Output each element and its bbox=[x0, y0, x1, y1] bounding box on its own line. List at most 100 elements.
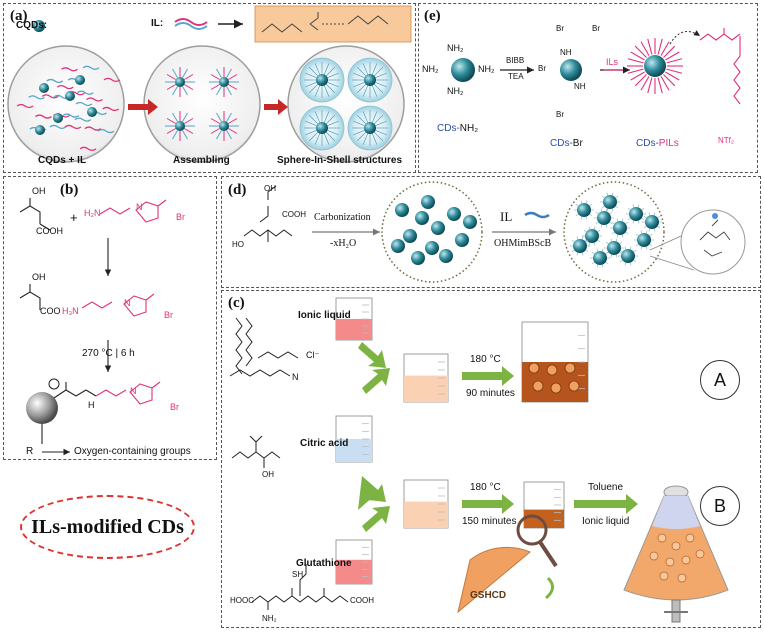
c-cond-a-time: 90 minutes bbox=[466, 388, 515, 399]
c-cond-b-temp: 180 °C bbox=[470, 482, 501, 493]
d-cooh: COOH bbox=[282, 210, 306, 219]
callout-text: ILs-modified CDs bbox=[31, 515, 184, 538]
cd-nh2-sphere bbox=[451, 58, 475, 82]
green-arrow-il-a bbox=[358, 342, 386, 368]
b-br-2: Br bbox=[164, 310, 173, 320]
e-ntf2: NTf₂ bbox=[718, 136, 734, 145]
il-wave bbox=[524, 211, 550, 219]
e-reagent-ils: ILs bbox=[606, 57, 619, 67]
b-n-2: N bbox=[124, 298, 131, 308]
b-groups: Oxygen-containing groups bbox=[74, 446, 191, 457]
c-gshcd: GSHCD bbox=[470, 590, 507, 601]
b-br-3: Br bbox=[170, 402, 179, 412]
il-legend-label: IL: bbox=[151, 18, 164, 29]
cqds-legend-label: CQDs: bbox=[16, 20, 48, 31]
c-nh2: NH₂ bbox=[262, 614, 277, 623]
panel-b-drawing bbox=[19, 198, 167, 456]
route-a-badge: A bbox=[700, 360, 740, 400]
c-solvent-toluene: Toluene bbox=[588, 482, 624, 493]
d-il: IL bbox=[500, 209, 513, 224]
c-sh: SH bbox=[292, 570, 304, 579]
plate-c-content bbox=[299, 57, 393, 151]
c-ionic-liquid: Ionic liquid bbox=[298, 310, 351, 321]
b-plus: + bbox=[70, 210, 78, 225]
b-r-label: R bbox=[26, 446, 34, 457]
green-arrow-gsh-b bbox=[362, 506, 390, 532]
c-glutathione: Glutathione bbox=[296, 558, 352, 569]
panel-e-frame bbox=[418, 3, 758, 173]
cd-pils-sphere bbox=[644, 55, 666, 77]
cd-br-sphere bbox=[560, 59, 582, 81]
e-br-2: Br bbox=[556, 24, 564, 33]
gshcd-wedge bbox=[457, 546, 531, 614]
carbon-dot-core bbox=[26, 392, 58, 424]
b-n-3: N bbox=[130, 386, 137, 396]
e-br-3: Br bbox=[592, 24, 600, 33]
green-arrow-heat-a bbox=[462, 366, 514, 386]
e-nh2-bottom: NH₂ bbox=[447, 86, 464, 96]
green-arrow-extract bbox=[574, 494, 638, 514]
b-oh-2: OH bbox=[32, 272, 46, 282]
b-cooh-1: COOH bbox=[36, 226, 63, 236]
panel-d-frame bbox=[221, 176, 761, 288]
e-name-pils: CDs-PILs bbox=[636, 138, 679, 149]
panel-e-drawing bbox=[451, 28, 741, 105]
e-br-4: Br bbox=[556, 110, 564, 119]
e-nh-2: NH bbox=[574, 82, 586, 91]
plate-b-content bbox=[165, 67, 239, 141]
c-hooc: HOOC bbox=[230, 596, 254, 605]
panel-c-frame bbox=[221, 290, 761, 628]
c-solvent-il: Ionic liquid bbox=[582, 516, 630, 527]
e-nh2-top: NH₂ bbox=[447, 43, 464, 53]
c-cooh: COOH bbox=[350, 596, 374, 605]
panel-a-frame bbox=[3, 3, 416, 173]
e-nh2-left: NH₂ bbox=[422, 64, 439, 74]
step-label-sphere-in-shell: Sphere-In-Shell structures bbox=[277, 155, 403, 166]
d-ho: HO bbox=[232, 240, 244, 249]
panel-e-label: (e) bbox=[424, 8, 441, 24]
curved-green-arrow bbox=[544, 576, 554, 600]
d-reagent: OHMimBScB bbox=[494, 238, 552, 249]
e-br-1: Br bbox=[538, 64, 546, 73]
route-b-badge: B bbox=[700, 486, 740, 526]
c-cond-b-time: 150 minutes bbox=[462, 516, 517, 527]
plate-cqds-il bbox=[7, 45, 125, 163]
c-ca-oh: OH bbox=[262, 470, 274, 479]
e-reagent-tea: TEA bbox=[508, 72, 524, 81]
green-arrow-ca-b bbox=[358, 476, 386, 510]
cqd-legend-dot bbox=[33, 20, 45, 32]
e-reagent-bibb: BIBB bbox=[506, 56, 525, 65]
e-name-br: CDs-Br bbox=[550, 138, 583, 149]
d-step-carbonization: Carbonization bbox=[314, 212, 371, 223]
panel-c-label: (c) bbox=[228, 295, 245, 311]
plate-assembling bbox=[143, 45, 261, 163]
plate-a-content bbox=[16, 65, 121, 151]
step-label-cqds-il: CQDs + IL bbox=[38, 155, 87, 166]
d-oh: OH bbox=[264, 184, 276, 193]
arrow-step-1 bbox=[128, 99, 158, 115]
magnifier-icon bbox=[516, 514, 548, 546]
e-nh2-right: NH₂ bbox=[478, 64, 495, 74]
green-arrow-heat-b bbox=[462, 494, 514, 514]
c-cond-a-temp: 180 °C bbox=[470, 354, 501, 365]
panel-b-frame bbox=[3, 176, 217, 460]
plate-sphere-in-shell bbox=[287, 45, 405, 163]
b-nh: H bbox=[88, 400, 95, 410]
b-h2n: H₂N bbox=[84, 208, 101, 218]
b-conditions: 270 °C | 6 h bbox=[82, 348, 135, 359]
panel-d-drawing bbox=[243, 185, 293, 242]
b-coo: COO bbox=[40, 306, 61, 316]
green-arrow-ca-a bbox=[362, 368, 390, 394]
arrow-step-2 bbox=[264, 99, 288, 115]
b-h3n: H₃N bbox=[62, 306, 79, 316]
magnified-structure bbox=[680, 209, 746, 275]
b-oh-1: OH bbox=[32, 186, 46, 196]
ils-modified-cds-callout: ILs-modified CDs bbox=[20, 495, 195, 559]
panel-d-label: (d) bbox=[228, 182, 247, 198]
c-citric-acid: Citric acid bbox=[300, 438, 349, 449]
c-cl: Cl⁻ bbox=[306, 350, 320, 360]
step-label-assembling: Assembling bbox=[173, 155, 230, 166]
panel-b-label: (b) bbox=[60, 182, 79, 198]
b-n-1: N bbox=[136, 202, 143, 212]
